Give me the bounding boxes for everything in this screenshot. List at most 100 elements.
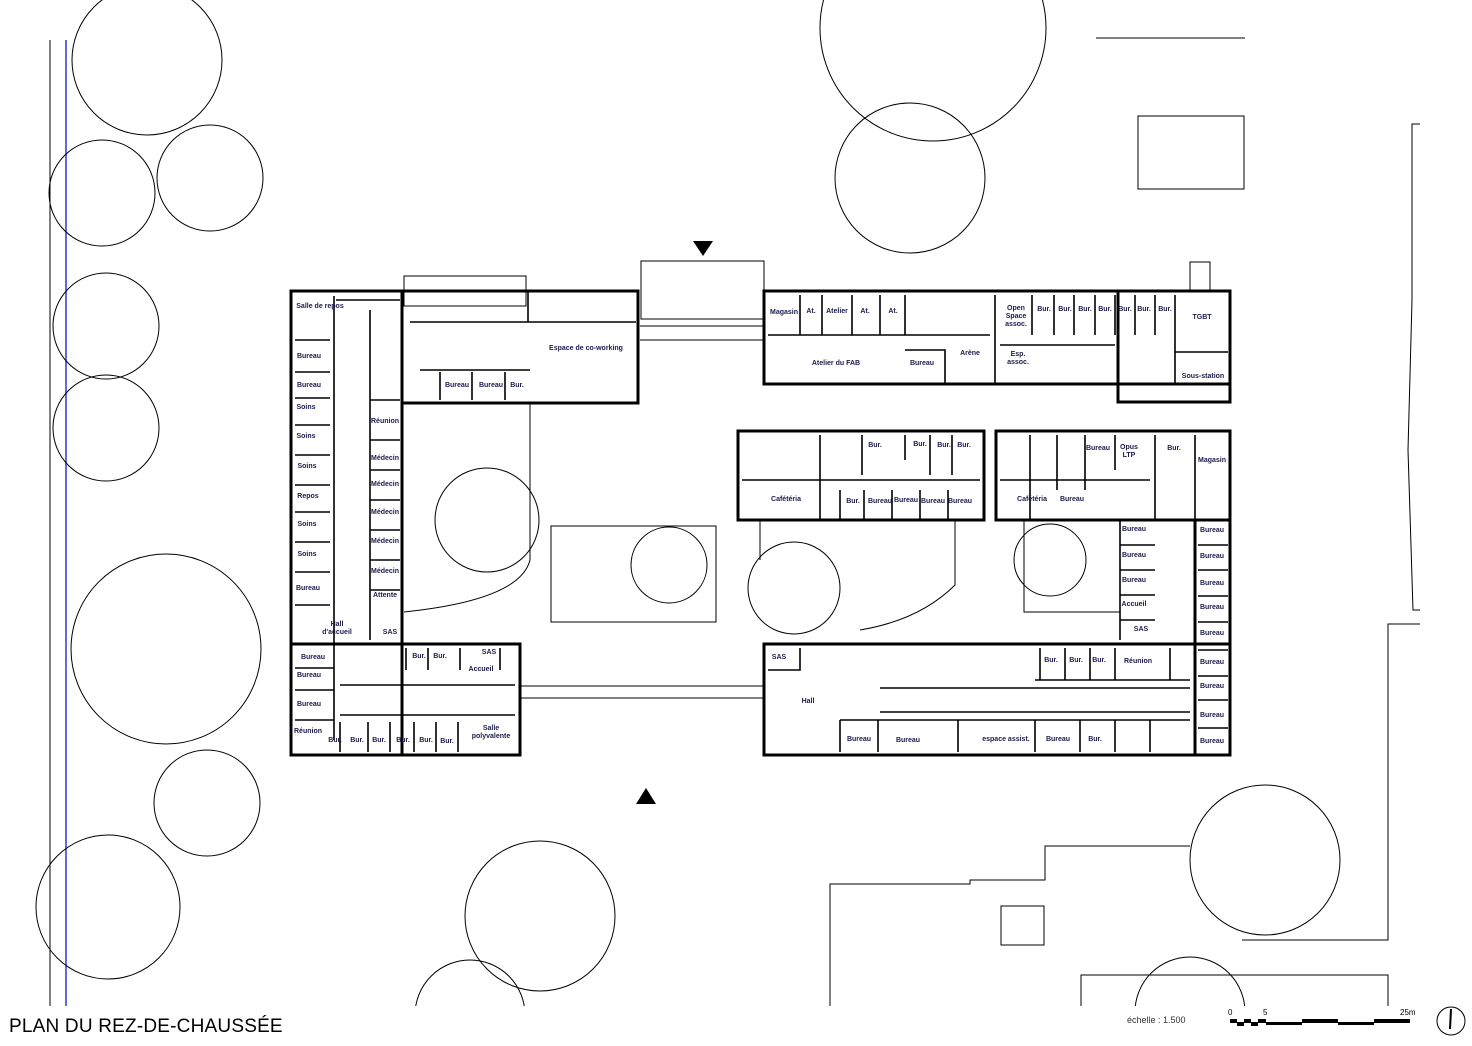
scale-tick-25: 25m (1400, 1008, 1416, 1017)
room-label: Magasin (770, 309, 798, 316)
room-label: Magasin (1198, 457, 1226, 464)
room-label: Bureau (1122, 577, 1146, 584)
room-label: Bureau (296, 585, 320, 592)
room-label: Bur. (350, 737, 364, 744)
building (289, 289, 1232, 757)
room-label: Bur. (396, 737, 410, 744)
tree (434, 467, 540, 573)
room-labels: Salle de reposBureauBureauSoinsSoinsSoin… (294, 303, 1226, 745)
room-label: Bureau (847, 736, 871, 743)
room-label: Bur. (1098, 306, 1112, 313)
tree (52, 374, 160, 482)
scale-tick-0: 0 (1228, 1008, 1233, 1017)
room-label: Bur. (1137, 306, 1151, 313)
trees (35, 0, 1341, 1046)
room-label: At. (888, 308, 897, 315)
room-label: Bureau (948, 498, 972, 505)
room-label: Bureau (1060, 496, 1084, 503)
room-label: Accueil (1122, 601, 1147, 608)
footbridge-north (640, 325, 764, 341)
room-label: Bureau (297, 701, 321, 708)
room-label: Réunion (1124, 658, 1152, 665)
room-label: Bureau (1200, 604, 1224, 611)
room-label: SAS (383, 629, 398, 636)
tree (48, 139, 156, 247)
room-label: Réunion (371, 418, 399, 425)
site-boundaries (49, 37, 1420, 1006)
room-label: Bur. (1069, 657, 1083, 664)
room-label: Bureau (921, 498, 945, 505)
scale-tick-5: 5 (1263, 1008, 1268, 1017)
room-label: Hall (802, 698, 815, 705)
entrance-arrow-north (693, 241, 713, 256)
tree (1013, 523, 1087, 597)
room-label: Bur. (868, 442, 882, 449)
room-label: Bureau (896, 737, 920, 744)
room-label: Bur. (937, 442, 951, 449)
room-label: Bur. (957, 442, 971, 449)
room-label: Bur. (1037, 306, 1051, 313)
room-label: Bureau (868, 498, 892, 505)
room-label: Soins (296, 404, 315, 411)
room-label: Bureau (1200, 659, 1224, 666)
room-label: Bur. (1044, 657, 1058, 664)
room-label: Bur. (913, 441, 927, 448)
room-label: Bur. (1078, 306, 1092, 313)
tree (153, 749, 261, 857)
room-label: Bur. (1167, 445, 1181, 452)
room-label: Atelier du FAB (812, 360, 860, 367)
room-label: Espace de co-working (549, 345, 623, 352)
room-label: Bureau (1200, 580, 1224, 587)
page-title: PLAN DU REZ-DE-CHAUSSÉE (9, 1016, 283, 1037)
room-label: Cafétéria (771, 496, 801, 503)
room-label: Bureau (1200, 712, 1224, 719)
room-label: Réunion (294, 728, 322, 735)
room-label: Bur. (419, 737, 433, 744)
room-label: Salle de repos (296, 303, 344, 310)
room-label: Bureau (1046, 736, 1070, 743)
tree (464, 840, 616, 992)
room-label: Bureau (1200, 630, 1224, 637)
room-label: Bur. (1092, 657, 1106, 664)
room-label: Médecin (371, 455, 399, 462)
room-label: Soins (297, 551, 316, 558)
room-label: Soins (296, 433, 315, 440)
room-label: Arène (960, 350, 980, 357)
room-label: SAS (1134, 626, 1149, 633)
room-label: Bureau (1200, 527, 1224, 534)
room-label: Accueil (469, 666, 494, 673)
room-label: Bureau (1086, 445, 1110, 452)
room-label: Bureau (1200, 553, 1224, 560)
footbridge-south (520, 685, 764, 699)
room-label: Bur. (1088, 736, 1102, 743)
room-label: Bur. (1158, 306, 1172, 313)
room-label: Médecin (371, 509, 399, 516)
room-label: Soins (297, 463, 316, 470)
room-label: Bur. (433, 653, 447, 660)
north-arrow-icon (1436, 1006, 1466, 1036)
tree (71, 0, 223, 136)
room-label: Bur. (412, 653, 426, 660)
room-label: Bureau (1200, 738, 1224, 745)
room-label: At. (806, 308, 815, 315)
tree (819, 0, 1047, 142)
room-label: Bureau (1200, 683, 1224, 690)
room-label: Médecin (371, 568, 399, 575)
room-label: Médecin (371, 481, 399, 488)
tree (630, 526, 708, 604)
room-label: Atelier (826, 308, 848, 315)
entrance-arrow-south (636, 788, 656, 804)
room-label: Bur. (372, 737, 386, 744)
room-label: Bureau (1122, 526, 1146, 533)
room-label: Bureau (445, 382, 469, 389)
scale-bar (1230, 1019, 1410, 1026)
room-label: Bureau (479, 382, 503, 389)
room-label: Médecin (371, 538, 399, 545)
room-label: At. (860, 308, 869, 315)
room-label: Bureau (894, 497, 918, 504)
room-label: Sous-station (1182, 373, 1224, 380)
tree (52, 272, 160, 380)
